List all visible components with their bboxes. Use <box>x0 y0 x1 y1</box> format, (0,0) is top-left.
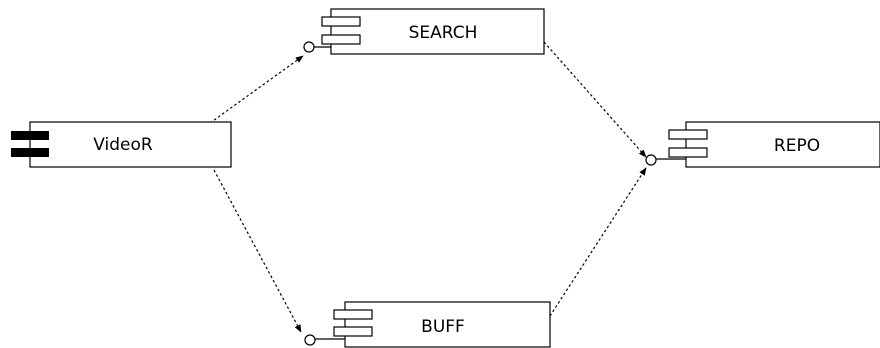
repo-provided-interface-icon <box>645 154 657 166</box>
videor-box <box>29 121 232 168</box>
videor-port-bottom <box>11 148 49 157</box>
repo-box <box>685 121 880 168</box>
repo-label: REPO <box>774 136 820 156</box>
buff-box <box>344 301 551 348</box>
search-port-top <box>321 16 361 27</box>
videor-label: VideoR <box>93 135 153 155</box>
search-box <box>330 8 545 55</box>
buff-label: BUFF <box>421 317 465 337</box>
search-label: SEARCH <box>409 23 478 43</box>
buff-port-bottom <box>333 326 373 337</box>
search-port-bottom <box>321 34 361 45</box>
repo-port-top <box>668 129 708 140</box>
buff-provided-interface-icon <box>304 334 316 346</box>
component-search[interactable]: SEARCH <box>303 8 545 55</box>
connector-videor-to-search <box>209 55 304 124</box>
component-videor[interactable]: VideoR <box>11 121 232 168</box>
connector-search-to-repo <box>543 41 647 158</box>
connector-videor-to-buff <box>213 169 302 333</box>
component-repo[interactable]: REPO <box>645 121 880 168</box>
search-provided-interface-icon <box>303 41 315 53</box>
component-buff[interactable]: BUFF <box>304 301 551 348</box>
connector-buff-to-repo <box>549 167 647 317</box>
videor-port-top <box>11 131 49 140</box>
buff-port-top <box>333 309 373 320</box>
repo-port-bottom <box>668 147 708 158</box>
